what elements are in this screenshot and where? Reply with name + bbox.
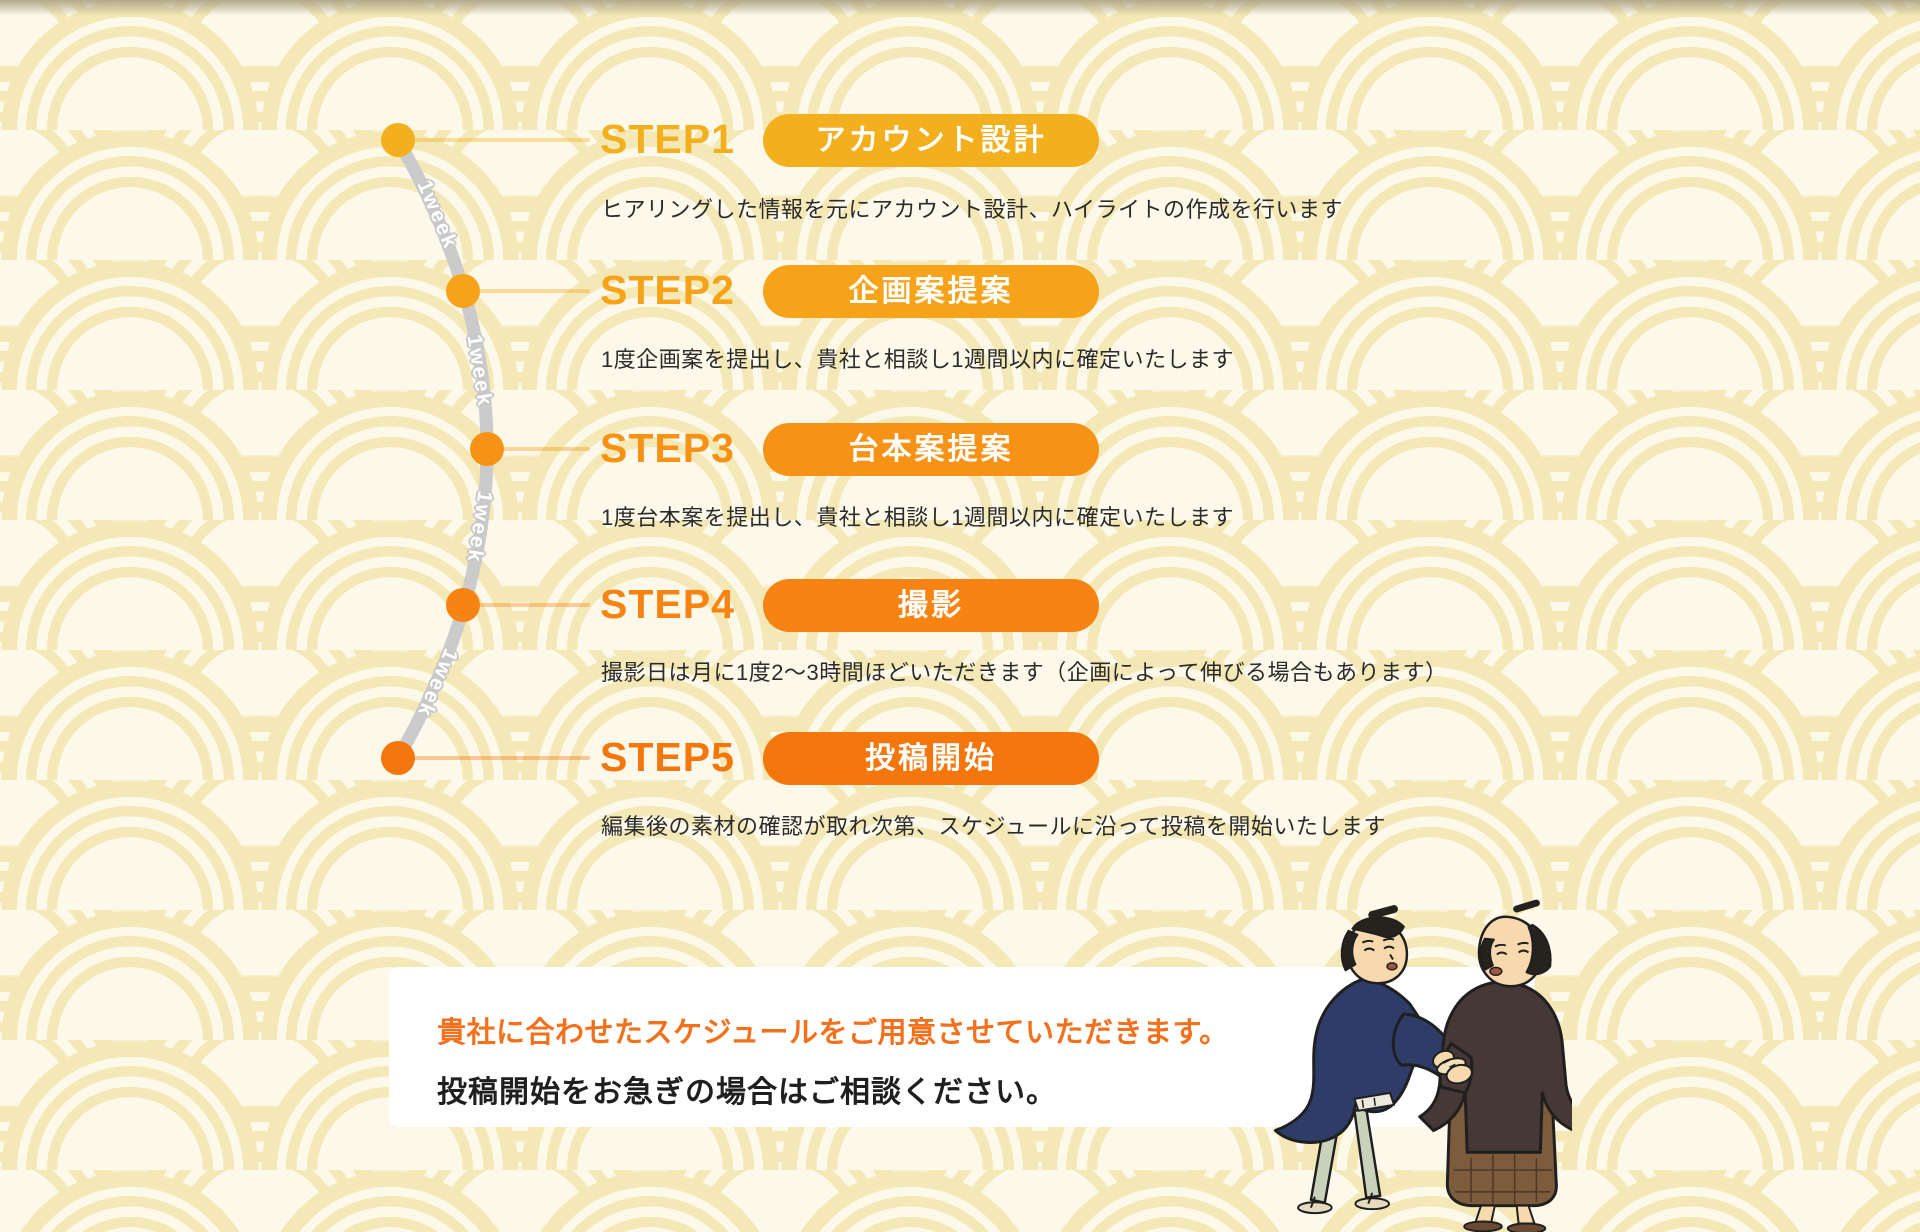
right-merchant [1418,899,1572,1232]
step-connector-line [493,447,590,451]
step-badge: 台本案提案 [763,423,1099,476]
step-badge: 投稿開始 [763,732,1099,785]
step-label: STEP2 [600,267,735,313]
left-merchant [1273,905,1457,1215]
note-heading: 貴社に合わせたスケジュールをご用意させていただきます。 [437,1017,1229,1049]
step-label: STEP1 [600,116,735,162]
timeline-dot [446,588,480,622]
step-description: 撮影日は月に1度2〜3時間ほどいただきます（企画によって伸びる場合もあります） [601,660,1448,685]
step-connector-line [469,603,590,607]
timeline-dot [381,123,415,157]
step-badge: 企画案提案 [763,265,1099,318]
timeline-dot [446,274,480,308]
step-description: 1度台本案を提出し、貴社と相談し1週間以内に確定いたします [601,505,1234,530]
step-label: STEP5 [600,734,735,780]
step-label: STEP4 [600,581,735,627]
step-description: 編集後の素材の確認が取れ次第、スケジュールに沿って投稿を開始いたします [601,814,1386,839]
timeline-dot [470,432,504,466]
step-label: STEP3 [600,425,735,471]
timeline-dot [381,741,415,775]
step-description: ヒアリングした情報を元にアカウント設計、ハイライトの作成を行います [601,197,1344,222]
step-badge: 撮影 [763,579,1099,632]
step-connector-line [404,138,590,142]
step-connector-line [469,289,590,293]
top-edge-shade [0,0,1920,16]
note-subheading: 投稿開始をお急ぎの場合はご相談ください。 [437,1076,1057,1109]
step-description: 1度企画案を提出し、貴社と相談し1週間以内に確定いたします [601,347,1234,372]
joined-hands [1432,1049,1473,1085]
step-badge: アカウント設計 [763,114,1099,167]
step-connector-line [404,756,590,760]
handshake-illustration [1273,899,1572,1232]
